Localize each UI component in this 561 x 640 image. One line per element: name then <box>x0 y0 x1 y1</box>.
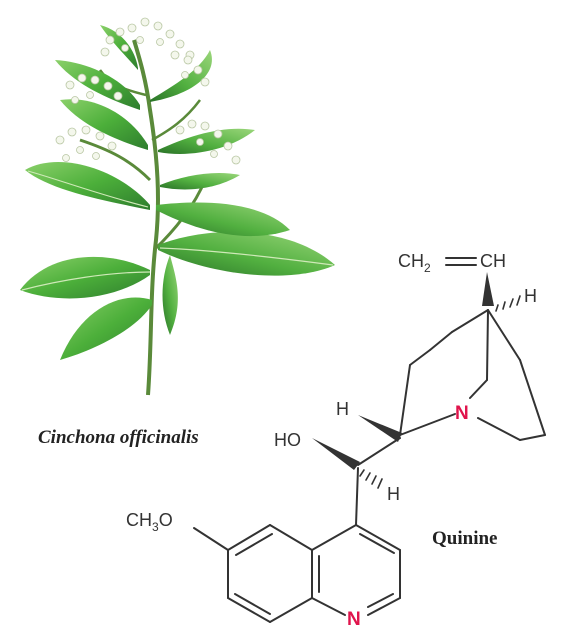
wedge-bond <box>312 438 360 470</box>
plant-species-caption: Cinchona officinalis <box>38 427 199 448</box>
leaf <box>158 128 255 154</box>
leaf <box>150 50 212 102</box>
flower-cluster <box>175 119 241 165</box>
plant-stem <box>132 39 160 396</box>
leaf <box>60 99 148 150</box>
vinyl-ch-label: CH <box>480 251 506 271</box>
h-carbinol-label: H <box>387 484 400 504</box>
bridge-nitrogen-label: N <box>455 403 469 424</box>
flower-cluster <box>100 17 195 60</box>
hash-bond <box>495 295 521 312</box>
flower-cluster <box>170 50 210 87</box>
methoxy-label: CH3O <box>126 510 173 534</box>
leaf <box>162 255 178 335</box>
cinchona-plant-illustration <box>20 17 335 396</box>
flower-cluster <box>55 125 117 162</box>
flower-cluster <box>65 73 123 104</box>
molecule-name-label: Quinine <box>432 528 497 549</box>
h-left-label: H <box>336 399 349 419</box>
wedge-bond <box>358 415 402 442</box>
vinyl-ch2-label: CH2 <box>398 251 431 275</box>
quinine-structure <box>193 257 546 623</box>
leaf <box>60 297 152 360</box>
h-top-label: H <box>524 286 537 306</box>
leaf <box>160 173 240 190</box>
leaf <box>25 162 150 210</box>
hydroxyl-label: HO <box>274 430 301 450</box>
wedge-bond <box>482 272 494 306</box>
leaf <box>158 231 335 276</box>
hash-bond <box>359 469 383 489</box>
ring-nitrogen-label: N <box>347 609 361 630</box>
leaf <box>156 202 290 237</box>
